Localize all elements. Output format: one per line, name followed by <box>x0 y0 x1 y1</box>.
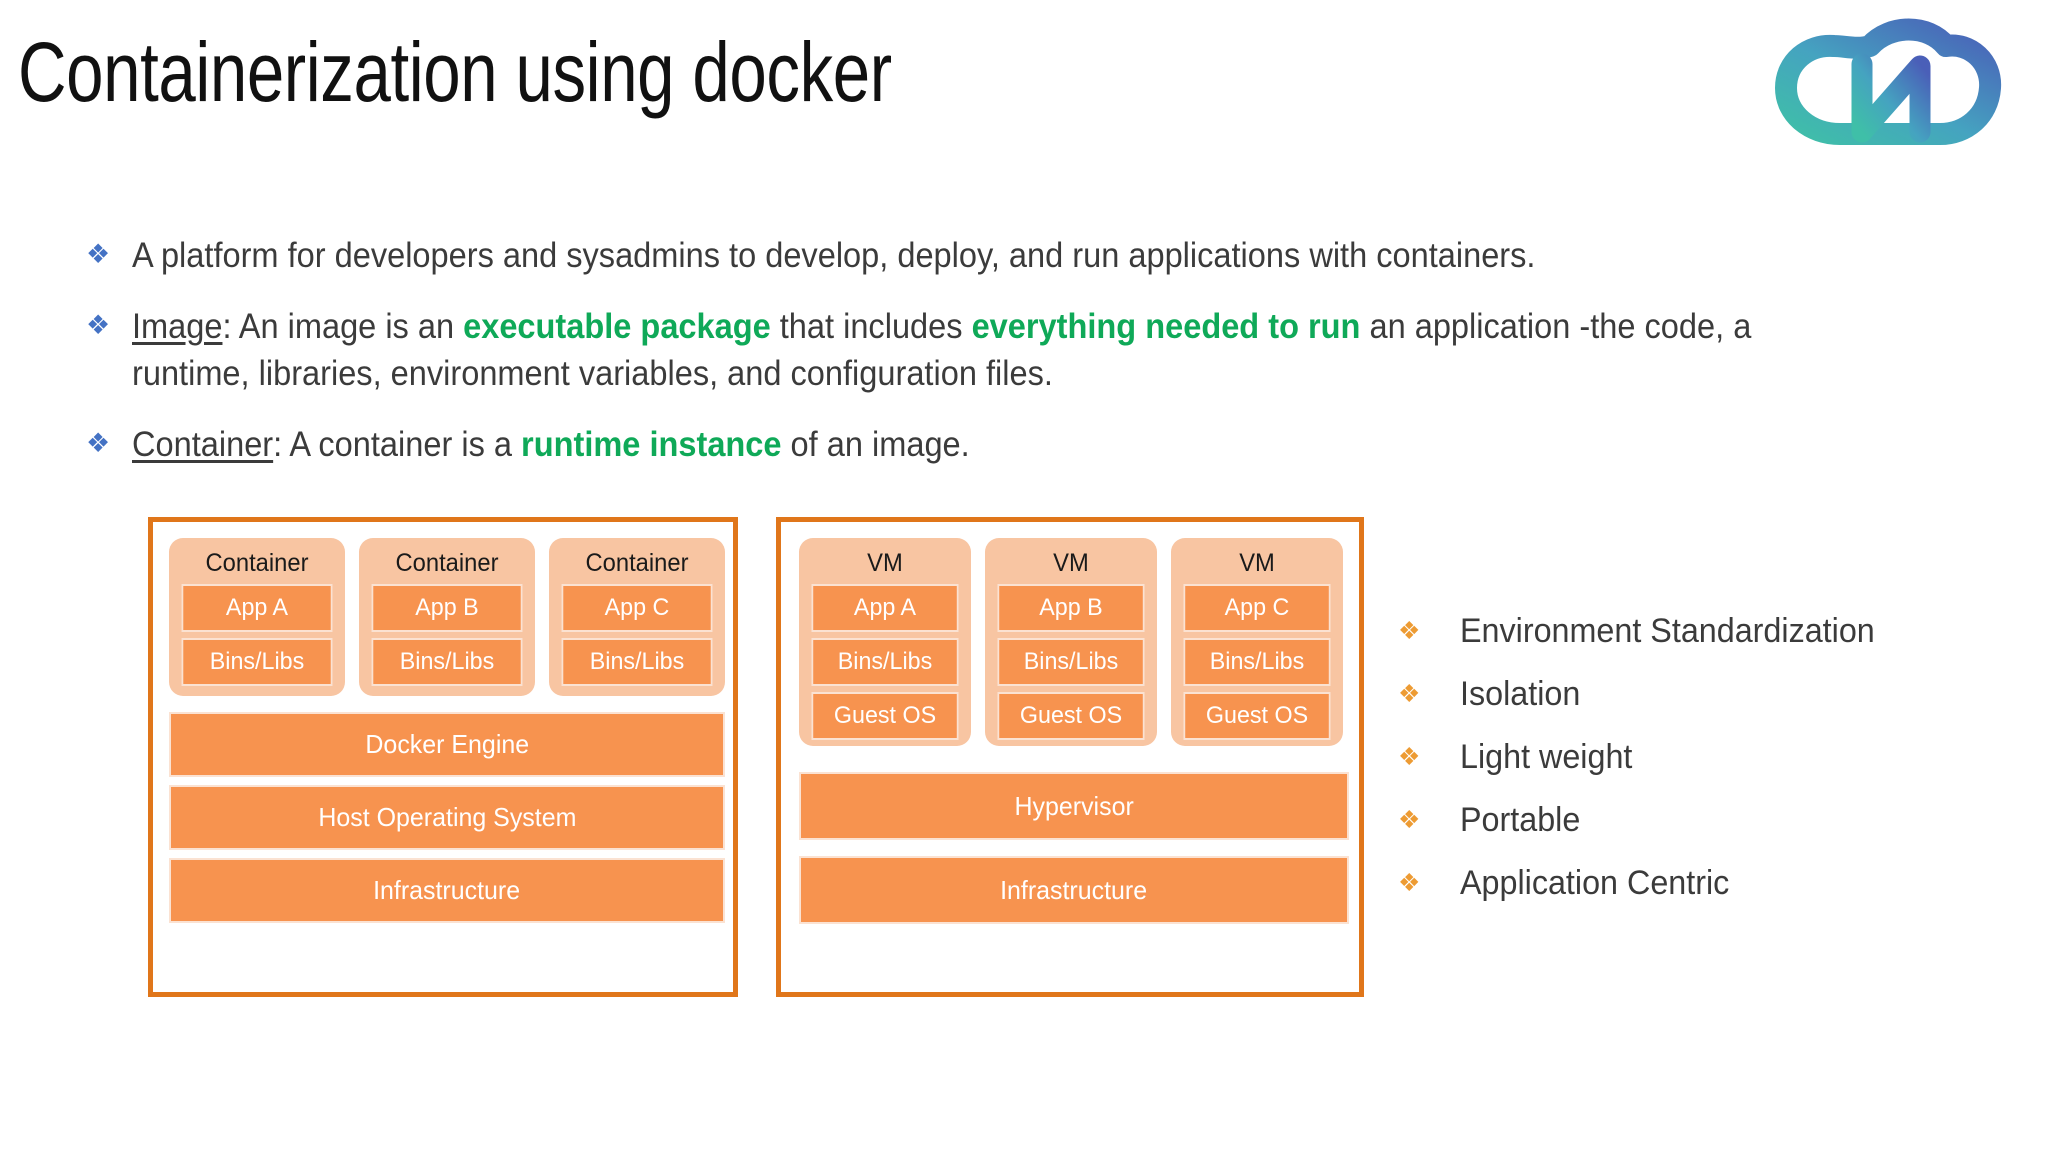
pod-cell-guest-os: Guest OS <box>1183 692 1331 740</box>
page-title: Containerization using docker <box>18 25 892 119</box>
bullet-item-platform: ❖ A platform for developers and sysadmin… <box>80 232 1980 279</box>
layer-bar-infrastructure: Infrastructure <box>169 858 725 923</box>
benefit-item-light-weight: ❖ Light weight <box>1398 734 1897 797</box>
pod-cell-app: App C <box>1183 584 1331 632</box>
layer-bar-label: Infrastructure <box>373 875 521 905</box>
pod-title: VM <box>1053 549 1089 577</box>
diamond-bullet-icon: ❖ <box>86 310 111 340</box>
diamond-bullet-icon: ❖ <box>1398 806 1421 834</box>
diamond-bullet-icon: ❖ <box>1398 869 1421 897</box>
vm-pod-row: VM App A Bins/Libs Guest OS VM App B Bin… <box>799 538 1349 746</box>
benefit-item-environment-standardization: ❖ Environment Standardization <box>1398 608 1897 671</box>
layer-bar-label: Host Operating System <box>317 802 577 832</box>
diamond-bullet-icon: ❖ <box>1398 617 1421 645</box>
docker-pod-row: Container App A Bins/Libs Container App … <box>169 538 725 696</box>
diamond-bullet-icon: ❖ <box>86 428 111 458</box>
benefit-label: Light weight <box>1460 738 1633 776</box>
pod-cell-app: App A <box>181 584 333 632</box>
layer-bar-docker-engine: Docker Engine <box>169 712 725 777</box>
cn-cloud-logo <box>1770 18 2010 148</box>
benefit-label: Portable <box>1460 801 1581 839</box>
pod-cell-bins: Bins/Libs <box>811 638 959 686</box>
benefit-item-isolation: ❖ Isolation <box>1398 671 1897 734</box>
bullet-text: A platform for developers and sysadmins … <box>132 232 1535 279</box>
layer-bar-label: Docker Engine <box>365 729 529 759</box>
bullet-segment: A platform for developers and sysadmins … <box>132 236 1536 275</box>
layer-bar-label: Infrastructure <box>1000 874 1148 905</box>
bullet-segment-highlight: runtime instance <box>521 425 782 464</box>
pod-title: VM <box>867 549 903 577</box>
bullet-text: Container: A container is a runtime inst… <box>132 421 970 468</box>
pod-title: VM <box>1239 549 1275 577</box>
bullet-segment-highlight: executable package <box>463 307 771 346</box>
bullet-list: ❖ A platform for developers and sysadmin… <box>80 232 1980 492</box>
benefit-label: Application Centric <box>1460 864 1730 902</box>
benefit-label: Isolation <box>1460 675 1581 713</box>
benefit-item-portable: ❖ Portable <box>1398 797 1897 860</box>
bullet-segment-term: Image <box>132 307 223 346</box>
bullet-segment: an application -the code, a runtime, lib… <box>132 307 1752 393</box>
docker-architecture-diagram: Container App A Bins/Libs Container App … <box>148 517 738 997</box>
bullet-segment-term: Container <box>132 425 274 464</box>
pod-cell-app: App C <box>561 584 713 632</box>
pod-cell-guest-os: Guest OS <box>997 692 1145 740</box>
diamond-bullet-icon: ❖ <box>86 239 111 269</box>
benefit-item-application-centric: ❖ Application Centric <box>1398 860 1897 923</box>
pod-cell-bins: Bins/Libs <box>561 638 713 686</box>
bullet-segment: : An image is an <box>222 307 464 346</box>
pod-title: Container <box>205 549 309 577</box>
vm-pod: VM App A Bins/Libs Guest OS <box>799 538 971 746</box>
pod-cell-app: App B <box>371 584 523 632</box>
vm-pod: VM App B Bins/Libs Guest OS <box>985 538 1157 746</box>
pod-cell-app: App B <box>997 584 1145 632</box>
bullet-segment: that includes <box>770 307 972 346</box>
layer-bar-hypervisor: Hypervisor <box>799 772 1349 840</box>
bullet-text: Image: An image is an executable package… <box>132 303 1851 397</box>
pod-cell-bins: Bins/Libs <box>997 638 1145 686</box>
diamond-bullet-icon: ❖ <box>1398 743 1421 771</box>
container-pod: Container App B Bins/Libs <box>359 538 535 696</box>
bullet-segment: : A container is a <box>273 425 522 464</box>
bullet-item-image: ❖ Image: An image is an executable packa… <box>80 303 1980 397</box>
pod-title: Container <box>585 549 689 577</box>
pod-cell-bins: Bins/Libs <box>371 638 523 686</box>
pod-cell-bins: Bins/Libs <box>1183 638 1331 686</box>
bullet-segment-highlight: everything needed to run <box>971 307 1361 346</box>
benefits-list: ❖ Environment Standardization ❖ Isolatio… <box>1398 608 1897 923</box>
layer-bar-host-os: Host Operating System <box>169 785 725 850</box>
pod-cell-app: App A <box>811 584 959 632</box>
benefit-label: Environment Standardization <box>1460 612 1875 650</box>
pod-cell-bins: Bins/Libs <box>181 638 333 686</box>
container-pod: Container App C Bins/Libs <box>549 538 725 696</box>
diamond-bullet-icon: ❖ <box>1398 680 1421 708</box>
layer-bar-label: Hypervisor <box>1014 790 1134 821</box>
bullet-segment: of an image. <box>781 425 970 464</box>
container-pod: Container App A Bins/Libs <box>169 538 345 696</box>
bullet-item-container: ❖ Container: A container is a runtime in… <box>80 421 1980 468</box>
pod-title: Container <box>395 549 499 577</box>
vm-pod: VM App C Bins/Libs Guest OS <box>1171 538 1343 746</box>
pod-cell-guest-os: Guest OS <box>811 692 959 740</box>
layer-bar-infrastructure: Infrastructure <box>799 856 1349 924</box>
vm-architecture-diagram: VM App A Bins/Libs Guest OS VM App B Bin… <box>776 517 1364 997</box>
